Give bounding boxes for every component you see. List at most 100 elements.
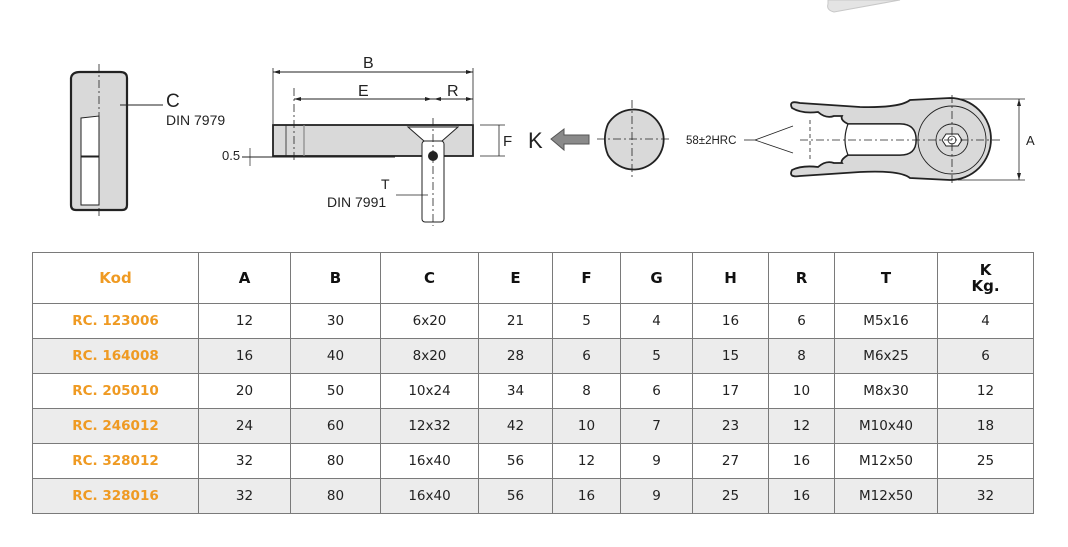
cell-h: 27 [692,443,769,479]
label-a: A [1026,133,1035,148]
cell-g: 7 [620,408,693,444]
cell-t: M6x25 [834,338,938,374]
cell-k: 25 [937,443,1034,479]
header-a: A [198,252,291,304]
technical-drawing: C DIN 7979 B E R [0,0,1068,245]
cell-b: 30 [290,303,381,339]
cell-r: 16 [768,443,835,479]
cell-e: 21 [478,303,553,339]
label-t: T [381,176,390,192]
label-c: C [166,91,180,112]
label-offset: 0.5 [222,148,240,163]
label-f: F [503,133,512,150]
label-e: E [358,83,369,100]
cell-r: 16 [768,478,835,514]
header-k-kg: K Kg. [937,252,1034,304]
cell-a: 20 [198,373,291,409]
cell-h: 25 [692,478,769,514]
label-hardness: 58±2HRC [686,135,736,147]
cell-g: 4 [620,303,693,339]
table-row: RC. 246012 24 60 12x32 42 10 7 23 12 M10… [32,408,1034,444]
cell-f: 10 [552,408,621,444]
cell-kod: RC. 328012 [32,443,199,479]
header-e: E [478,252,553,304]
arrow-left-icon [550,127,590,152]
cell-h: 15 [692,338,769,374]
header-h: H [692,252,769,304]
cell-t: M12x50 [834,478,938,514]
table-header-row: Kod A B C E F G H R T K Kg. [32,252,1034,304]
plate-side-view: B E R 0.5 F [222,55,512,226]
cell-c: 12x32 [380,408,479,444]
cell-g: 9 [620,478,693,514]
cell-kod: RC. 123006 [32,303,199,339]
cell-b: 50 [290,373,381,409]
cell-k: 6 [937,338,1034,374]
cell-t: M10x40 [834,408,938,444]
cell-c: 6x20 [380,303,479,339]
cell-g: 6 [620,373,693,409]
cell-e: 42 [478,408,553,444]
header-c: C [380,252,479,304]
cell-c: 8x20 [380,338,479,374]
cell-b: 40 [290,338,381,374]
cell-f: 8 [552,373,621,409]
cell-h: 16 [692,303,769,339]
cell-t: M5x16 [834,303,938,339]
cell-a: 32 [198,478,291,514]
cell-f: 12 [552,443,621,479]
cell-h: 17 [692,373,769,409]
cell-t: M8x30 [834,373,938,409]
label-r: R [447,83,459,100]
header-b: B [290,252,381,304]
cell-r: 8 [768,338,835,374]
cell-a: 12 [198,303,291,339]
cell-c: 16x40 [380,478,479,514]
table-row: RC. 205010 20 50 10x24 34 8 6 17 10 M8x3… [32,373,1034,409]
table-row: RC. 123006 12 30 6x20 21 5 4 16 6 M5x16 … [32,303,1034,339]
cell-e: 28 [478,338,553,374]
table-row: RC. 164008 16 40 8x20 28 6 5 15 8 M6x25 … [32,338,1034,374]
label-k: K [528,128,543,153]
table-row: RC. 328012 32 80 16x40 56 12 9 27 16 M12… [32,443,1034,479]
cell-e: 34 [478,373,553,409]
pin-side-view: C DIN 7979 [69,64,225,216]
cell-a: 24 [198,408,291,444]
cell-r: 10 [768,373,835,409]
cell-c: 10x24 [380,373,479,409]
cell-c: 16x40 [380,443,479,479]
cell-b: 60 [290,408,381,444]
cell-k: 4 [937,303,1034,339]
cell-e: 56 [478,443,553,479]
cell-f: 16 [552,478,621,514]
cell-k: 12 [937,373,1034,409]
cell-t: M12x50 [834,443,938,479]
header-f: F [552,252,621,304]
cell-r: 6 [768,303,835,339]
cell-k: 32 [937,478,1034,514]
product-photo-fragment [827,0,901,13]
cell-r: 12 [768,408,835,444]
cell-h: 23 [692,408,769,444]
cell-b: 80 [290,478,381,514]
cell-b: 80 [290,443,381,479]
cell-a: 16 [198,338,291,374]
header-g: G [620,252,693,304]
header-t: T [834,252,938,304]
cell-kod: RC. 328016 [32,478,199,514]
cell-kod: RC. 164008 [32,338,199,374]
header-r: R [768,252,835,304]
spec-table: Kod A B C E F G H R T K Kg. RC. 123006 1… [32,252,1034,514]
header-kg: Kg. [971,277,1000,295]
top-view: 58±2HRC A [686,95,1035,186]
table-row: RC. 328016 32 80 16x40 56 16 9 25 16 M12… [32,478,1034,514]
cell-kod: RC. 205010 [32,373,199,409]
cell-g: 9 [620,443,693,479]
label-din-7991: DIN 7991 [327,194,386,210]
label-din-7979: DIN 7979 [166,112,225,128]
cell-f: 6 [552,338,621,374]
cell-g: 5 [620,338,693,374]
header-kod: Kod [32,252,199,304]
cell-kod: RC. 246012 [32,408,199,444]
section-view-k: K [528,100,672,180]
